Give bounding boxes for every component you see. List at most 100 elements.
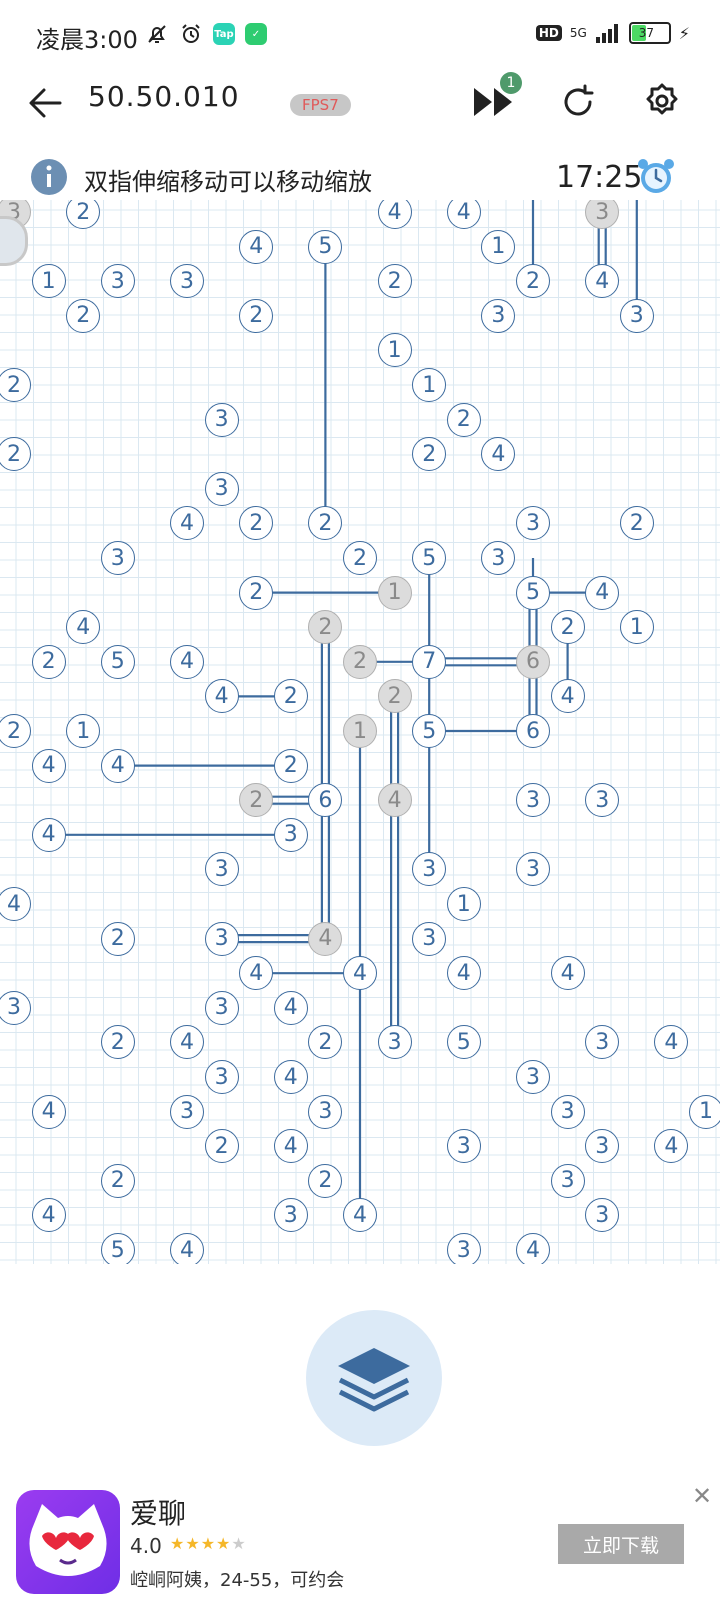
island-node[interactable]: 3 <box>204 402 239 437</box>
island-node[interactable]: 1 <box>412 368 447 402</box>
island-node[interactable]: 4 <box>170 644 204 679</box>
restart-button[interactable] <box>550 74 606 130</box>
island-node[interactable]: 2 <box>0 437 31 472</box>
island-node[interactable]: 2 <box>31 644 66 679</box>
island-node[interactable]: 3 <box>481 298 516 333</box>
island-node[interactable]: 2 <box>66 298 101 333</box>
island-node[interactable]: 3 <box>170 1094 204 1129</box>
island-node[interactable]: 3 <box>585 1025 620 1060</box>
island-node[interactable]: 3 <box>550 1163 585 1198</box>
island-node[interactable]: 2 <box>0 714 31 748</box>
island-node[interactable]: 4 <box>654 1025 689 1060</box>
island-node[interactable]: 4 <box>446 956 481 991</box>
island-node[interactable]: 4 <box>585 264 620 299</box>
island-node[interactable]: 2 <box>446 402 481 437</box>
island-node[interactable]: 1 <box>689 1094 720 1129</box>
island-node[interactable]: 2 <box>516 264 550 299</box>
island-node[interactable]: 2 <box>273 748 308 783</box>
island-node[interactable]: 3 <box>308 1094 343 1129</box>
island-node[interactable]: 4 <box>239 956 274 991</box>
island-node[interactable]: 3 <box>550 1094 585 1129</box>
island-node[interactable]: 4 <box>204 679 239 714</box>
island-node[interactable]: 2 <box>239 783 274 818</box>
island-node[interactable]: 4 <box>343 956 377 991</box>
island-node[interactable]: 4 <box>377 783 412 818</box>
island-node[interactable]: 2 <box>308 1163 343 1198</box>
island-node[interactable]: 2 <box>343 644 377 679</box>
island-node[interactable]: 5 <box>516 575 550 610</box>
island-node[interactable]: 4 <box>377 200 412 229</box>
ad-download-button[interactable]: 立即下载 <box>558 1524 684 1564</box>
island-node[interactable]: 2 <box>239 575 274 610</box>
island-node[interactable]: 3 <box>446 1233 481 1264</box>
island-node[interactable]: 2 <box>308 610 343 645</box>
island-node[interactable]: 4 <box>343 1198 377 1233</box>
island-node[interactable]: 3 <box>481 541 516 575</box>
island-node[interactable]: 3 <box>585 783 620 818</box>
island-node[interactable]: 2 <box>412 437 447 472</box>
island-node[interactable]: 3 <box>516 783 550 818</box>
island-node[interactable]: 3 <box>412 921 447 956</box>
island-node[interactable]: 7 <box>412 644 447 679</box>
island-node[interactable]: 5 <box>412 714 447 748</box>
island-node[interactable]: 3 <box>516 852 550 887</box>
island-node[interactable]: 4 <box>550 679 585 714</box>
island-node[interactable]: 1 <box>446 887 481 921</box>
island-node[interactable]: 2 <box>239 506 274 541</box>
island-node[interactable]: 4 <box>585 575 620 610</box>
island-node[interactable]: 3 <box>446 1129 481 1164</box>
island-node[interactable]: 4 <box>550 956 585 991</box>
island-node[interactable]: 2 <box>308 506 343 541</box>
island-node[interactable]: 3 <box>204 921 239 956</box>
island-node[interactable]: 4 <box>239 229 274 264</box>
island-node[interactable]: 1 <box>343 714 377 748</box>
island-node[interactable]: 2 <box>100 1025 135 1060</box>
island-node[interactable]: 2 <box>550 610 585 645</box>
island-node[interactable]: 3 <box>585 200 620 229</box>
island-node[interactable]: 4 <box>31 748 66 783</box>
island-node[interactable]: 4 <box>170 1025 204 1060</box>
island-node[interactable]: 5 <box>308 229 343 264</box>
skip-level-button[interactable]: 1 <box>466 72 522 130</box>
island-node[interactable]: 4 <box>100 748 135 783</box>
island-node[interactable]: 2 <box>377 679 412 714</box>
island-node[interactable]: 4 <box>273 990 308 1025</box>
island-node[interactable]: 2 <box>0 368 31 402</box>
island-node[interactable]: 4 <box>273 1060 308 1094</box>
island-node[interactable]: 4 <box>446 200 481 229</box>
island-node[interactable]: 3 <box>585 1129 620 1164</box>
island-node[interactable]: 4 <box>0 887 31 921</box>
island-node[interactable]: 4 <box>273 1129 308 1164</box>
island-node[interactable]: 4 <box>31 1198 66 1233</box>
island-node[interactable]: 4 <box>516 1233 550 1264</box>
island-node[interactable]: 2 <box>343 541 377 575</box>
island-node[interactable]: 4 <box>66 610 101 645</box>
island-node[interactable]: 1 <box>31 264 66 299</box>
island-node[interactable]: 2 <box>239 298 274 333</box>
island-node[interactable]: 5 <box>446 1025 481 1060</box>
island-node[interactable]: 3 <box>204 471 239 506</box>
island-node[interactable]: 4 <box>481 437 516 472</box>
layers-button[interactable] <box>306 1310 442 1446</box>
settings-button[interactable] <box>634 74 690 130</box>
island-node[interactable]: 3 <box>273 1198 308 1233</box>
island-node[interactable]: 2 <box>100 921 135 956</box>
island-node[interactable]: 2 <box>308 1025 343 1060</box>
island-node[interactable]: 3 <box>170 264 204 299</box>
island-node[interactable]: 4 <box>31 1094 66 1129</box>
island-node[interactable]: 3 <box>204 990 239 1025</box>
ad-close-icon[interactable]: ✕ <box>692 1482 713 1510</box>
island-node[interactable]: 3 <box>516 1060 550 1094</box>
island-node[interactable]: 3 <box>273 817 308 852</box>
island-node[interactable]: 6 <box>516 714 550 748</box>
island-node[interactable]: 2 <box>66 200 101 229</box>
island-node[interactable]: 2 <box>619 506 654 541</box>
island-node[interactable]: 1 <box>377 575 412 610</box>
island-node[interactable]: 4 <box>170 506 204 541</box>
island-node[interactable]: 3 <box>204 852 239 887</box>
island-node[interactable]: 3 <box>516 506 550 541</box>
island-node[interactable]: 3 <box>0 990 31 1025</box>
island-node[interactable]: 1 <box>481 229 516 264</box>
island-node[interactable]: 6 <box>516 644 550 679</box>
island-node[interactable]: 1 <box>66 714 101 748</box>
